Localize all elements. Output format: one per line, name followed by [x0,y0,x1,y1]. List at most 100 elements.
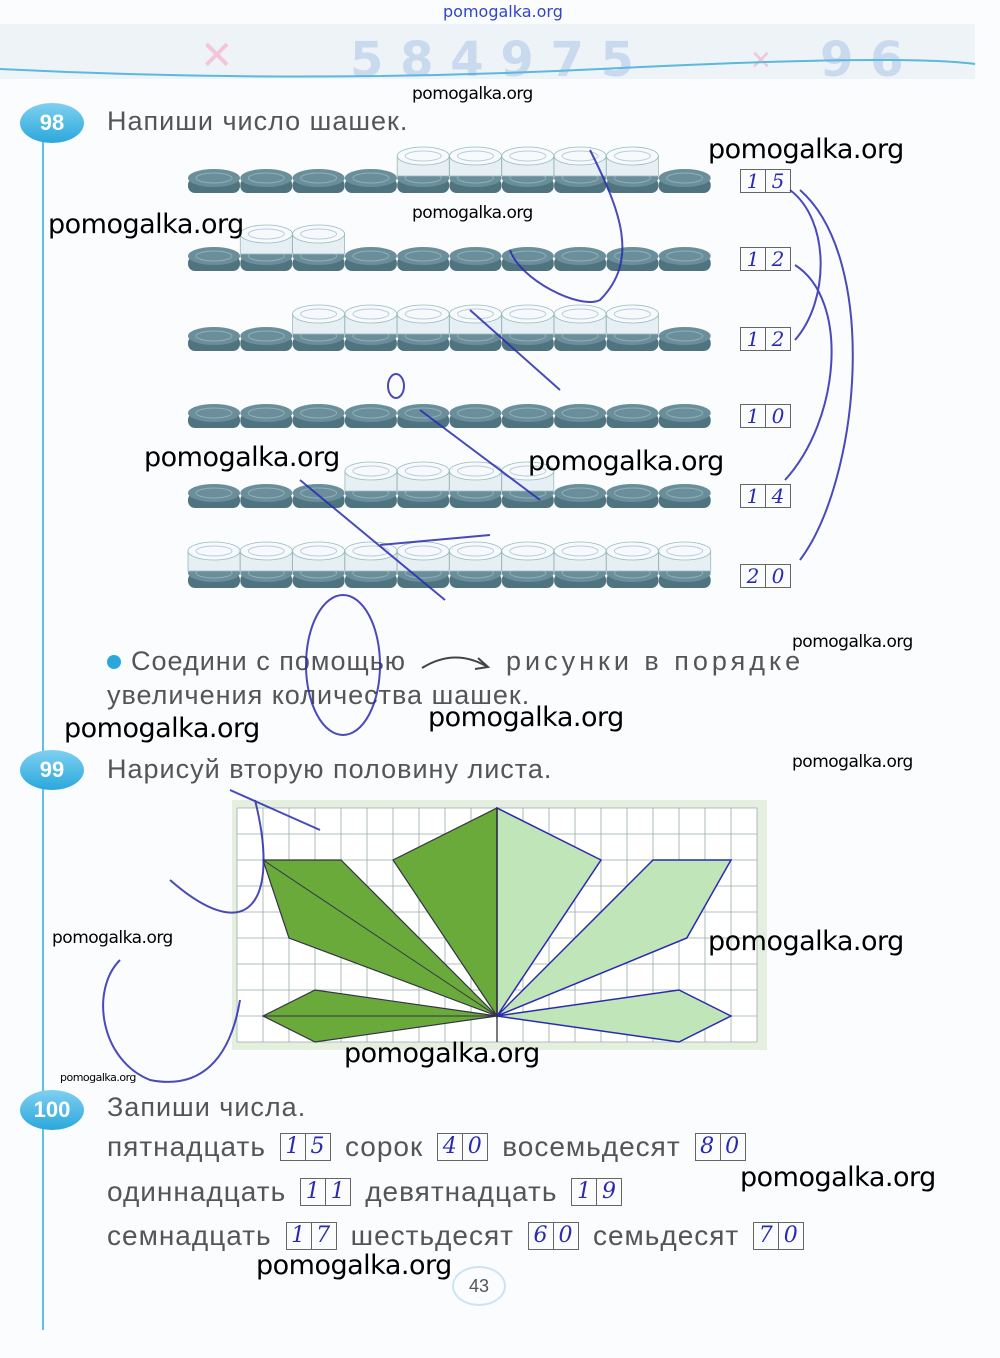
checker-stack [449,146,502,193]
checker [292,169,345,193]
checker [606,484,659,508]
task-title: Запиши числа. [107,1092,307,1122]
checker [240,169,293,193]
checker [658,404,711,428]
watermark: pomogalka.org [60,1071,136,1084]
checker-stack [292,304,346,351]
checker [292,404,345,428]
watermark: pomogalka.org [144,442,340,473]
watermark: pomogalka.org [792,632,913,652]
answer-digit: 0 [725,1134,741,1159]
checker [658,484,711,508]
checker [554,484,607,508]
number-word: сорок [344,1131,424,1162]
answer-digit: 2 [741,565,766,587]
checker-stack [501,541,555,588]
answer-digit: 0 [771,404,785,428]
checker-stack [449,461,502,508]
checker [188,327,240,351]
number-word: одиннадцать [107,1176,287,1207]
number-word: пятнадцать [107,1131,266,1162]
instruction-text: Соедини с помощью [131,646,407,676]
checker-stack [396,461,450,508]
instruction-line-1: Соедини с помощью рисунки в порядке [107,646,804,677]
answer-digit: 4 [438,1134,464,1160]
watermark: pomogalka.org [708,134,904,165]
checker [449,404,502,428]
decorative-header-band: ✕ 5 8 4 9 7 5 ✕ 9 6 [0,24,976,88]
number-word: семьдесят [592,1220,740,1251]
checker-stack [344,541,398,588]
checker [501,404,554,428]
checker-stack [605,146,659,193]
checker-stack [344,461,398,508]
page-number: 43 [452,1266,506,1306]
answer-digit: 1 [741,405,766,427]
checker [658,327,711,351]
answer-digit: 1 [301,1179,327,1205]
instruction-text: рисунки в порядке [506,646,805,676]
checker [606,404,659,428]
checker-stack [187,541,241,588]
answer-digit: 9 [601,1179,617,1204]
watermark: pomogalka.org [792,752,913,772]
watermark: pomogalka.org [528,446,724,477]
checker [240,404,293,428]
margin-line [42,130,44,1330]
answer-digit: 1 [572,1179,598,1205]
checker-stack [396,541,450,588]
bullet-icon [107,654,121,669]
answer-digit: 1 [287,1223,312,1249]
task-title: Напиши число шашек. [107,106,409,136]
checker [188,404,240,428]
checker [397,247,450,271]
checker-stack [658,541,712,588]
answer-digit: 1 [741,328,766,350]
watermark: pomogalka.org [412,84,533,104]
checker [658,247,711,271]
answer-digit: 0 [783,1223,799,1248]
watermark: pomogalka.org [708,926,904,957]
checker [344,247,397,271]
checker-stack [449,304,502,351]
watermark: pomogalka.org [344,1038,540,1069]
number-word: восемьдесят [502,1131,681,1162]
checker-stack [501,461,555,508]
watermark: pomogalka.org [52,928,173,948]
answer-digit: 1 [281,1134,306,1160]
answer-digit: 5 [310,1134,326,1159]
watermark: pomogalka.org [412,203,533,223]
answer-digit: 0 [558,1223,574,1248]
watermark: pomogalka.org [64,713,260,744]
answer-digit: 1 [741,485,766,507]
watermark: pomogalka.org [740,1162,936,1193]
task-number-badge: 100 [20,1090,84,1130]
answer-digit: 1 [741,248,766,270]
checker [188,169,240,193]
svg-text:✕: ✕ [200,33,234,79]
number-word: шестьдесят [350,1220,514,1251]
checker [188,247,240,271]
checker [554,247,607,271]
instruction-line-2: увеличения количества шашек. [107,680,531,710]
answer-digit: 8 [696,1134,721,1160]
answer-digit: 2 [771,247,785,271]
checker-stack [239,541,293,588]
checker [240,327,293,351]
